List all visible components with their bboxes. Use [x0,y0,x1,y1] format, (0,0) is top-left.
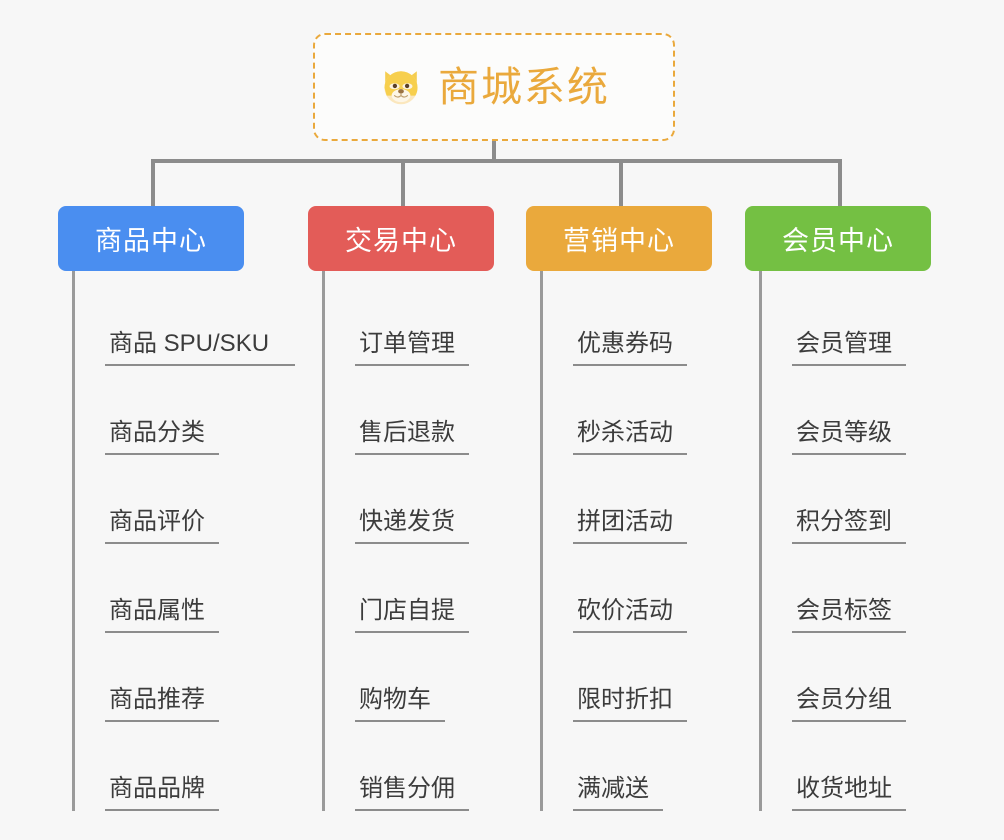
list-item[interactable]: 商品品牌 [75,722,244,811]
list-item[interactable]: 限时折扣 [543,633,712,722]
list-item[interactable]: 满减送 [543,722,712,811]
column-items-marketing-center: 优惠券码 秒杀活动 拼团活动 砍价活动 限时折扣 满减送 [540,271,712,811]
list-item-label: 快递发货 [355,508,469,544]
list-item-label: 门店自提 [355,597,469,633]
list-item-label: 售后退款 [355,419,469,455]
list-item-label: 商品品牌 [105,775,219,811]
column-trade-center: 交易中心 订单管理 售后退款 快递发货 门店自提 购物车 销售分佣 [308,206,494,811]
list-item[interactable]: 商品推荐 [75,633,244,722]
list-item[interactable]: 优惠券码 [543,277,712,366]
list-item[interactable]: 积分签到 [762,455,931,544]
list-item[interactable]: 商品 SPU/SKU [75,277,296,366]
connector-drop-column-2 [401,159,405,207]
column-items-trade-center: 订单管理 售后退款 快递发货 门店自提 购物车 销售分佣 [322,271,494,811]
list-item[interactable]: 售后退款 [325,366,494,455]
list-item-label: 收货地址 [792,775,906,811]
list-item-label: 销售分佣 [355,775,469,811]
column-header-product-center[interactable]: 商品中心 [58,206,244,271]
list-item[interactable]: 商品评价 [75,455,244,544]
list-item[interactable]: 拼团活动 [543,455,712,544]
connector-drop-column-3 [619,159,623,207]
connector-drop-column-1 [151,159,155,207]
list-item-label: 商品属性 [105,597,219,633]
list-item[interactable]: 门店自提 [325,544,494,633]
list-item-label: 拼团活动 [573,508,687,544]
list-item-label: 满减送 [573,775,663,811]
list-item[interactable]: 销售分佣 [325,722,494,811]
list-item[interactable]: 会员管理 [762,277,931,366]
list-item-label: 会员等级 [792,419,906,455]
list-item-label: 会员分组 [792,686,906,722]
list-item[interactable]: 秒杀活动 [543,366,712,455]
list-item-label: 砍价活动 [573,597,687,633]
list-item[interactable]: 快递发货 [325,455,494,544]
list-item-label: 积分签到 [792,508,906,544]
list-item[interactable]: 商品分类 [75,366,244,455]
column-header-trade-center[interactable]: 交易中心 [308,206,494,271]
list-item-label: 秒杀活动 [573,419,687,455]
list-item[interactable]: 会员等级 [762,366,931,455]
connector-root-stem [492,141,496,162]
list-item-label: 商品 SPU/SKU [105,330,296,366]
list-item[interactable]: 收货地址 [762,722,931,811]
column-member-center: 会员中心 会员管理 会员等级 积分签到 会员标签 会员分组 收货地址 [745,206,931,811]
list-item[interactable]: 购物车 [325,633,494,722]
list-item-label: 购物车 [355,686,445,722]
list-item-label: 商品推荐 [105,686,219,722]
column-items-member-center: 会员管理 会员等级 积分签到 会员标签 会员分组 收货地址 [759,271,931,811]
connector-horizontal-bus [151,159,841,163]
list-item[interactable]: 会员标签 [762,544,931,633]
list-item-label: 会员管理 [792,330,906,366]
root-node[interactable]: 商城系统 [313,33,675,141]
column-header-marketing-center[interactable]: 营销中心 [526,206,712,271]
column-header-member-center[interactable]: 会员中心 [745,206,931,271]
list-item-label: 限时折扣 [573,686,687,722]
root-title: 商城系统 [438,63,610,110]
list-item-label: 商品评价 [105,508,219,544]
shiba-dog-face-icon [378,64,424,110]
list-item-label: 优惠券码 [573,330,687,366]
list-item-label: 会员标签 [792,597,906,633]
column-marketing-center: 营销中心 优惠券码 秒杀活动 拼团活动 砍价活动 限时折扣 满减送 [526,206,712,811]
column-product-center: 商品中心 商品 SPU/SKU 商品分类 商品评价 商品属性 商品推荐 商品品牌 [58,206,296,811]
list-item-label: 商品分类 [105,419,219,455]
connector-drop-column-4 [838,159,842,207]
list-item[interactable]: 订单管理 [325,277,494,366]
list-item[interactable]: 砍价活动 [543,544,712,633]
list-item[interactable]: 会员分组 [762,633,931,722]
list-item[interactable]: 商品属性 [75,544,244,633]
list-item-label: 订单管理 [355,330,469,366]
column-items-product-center: 商品 SPU/SKU 商品分类 商品评价 商品属性 商品推荐 商品品牌 [72,271,296,811]
